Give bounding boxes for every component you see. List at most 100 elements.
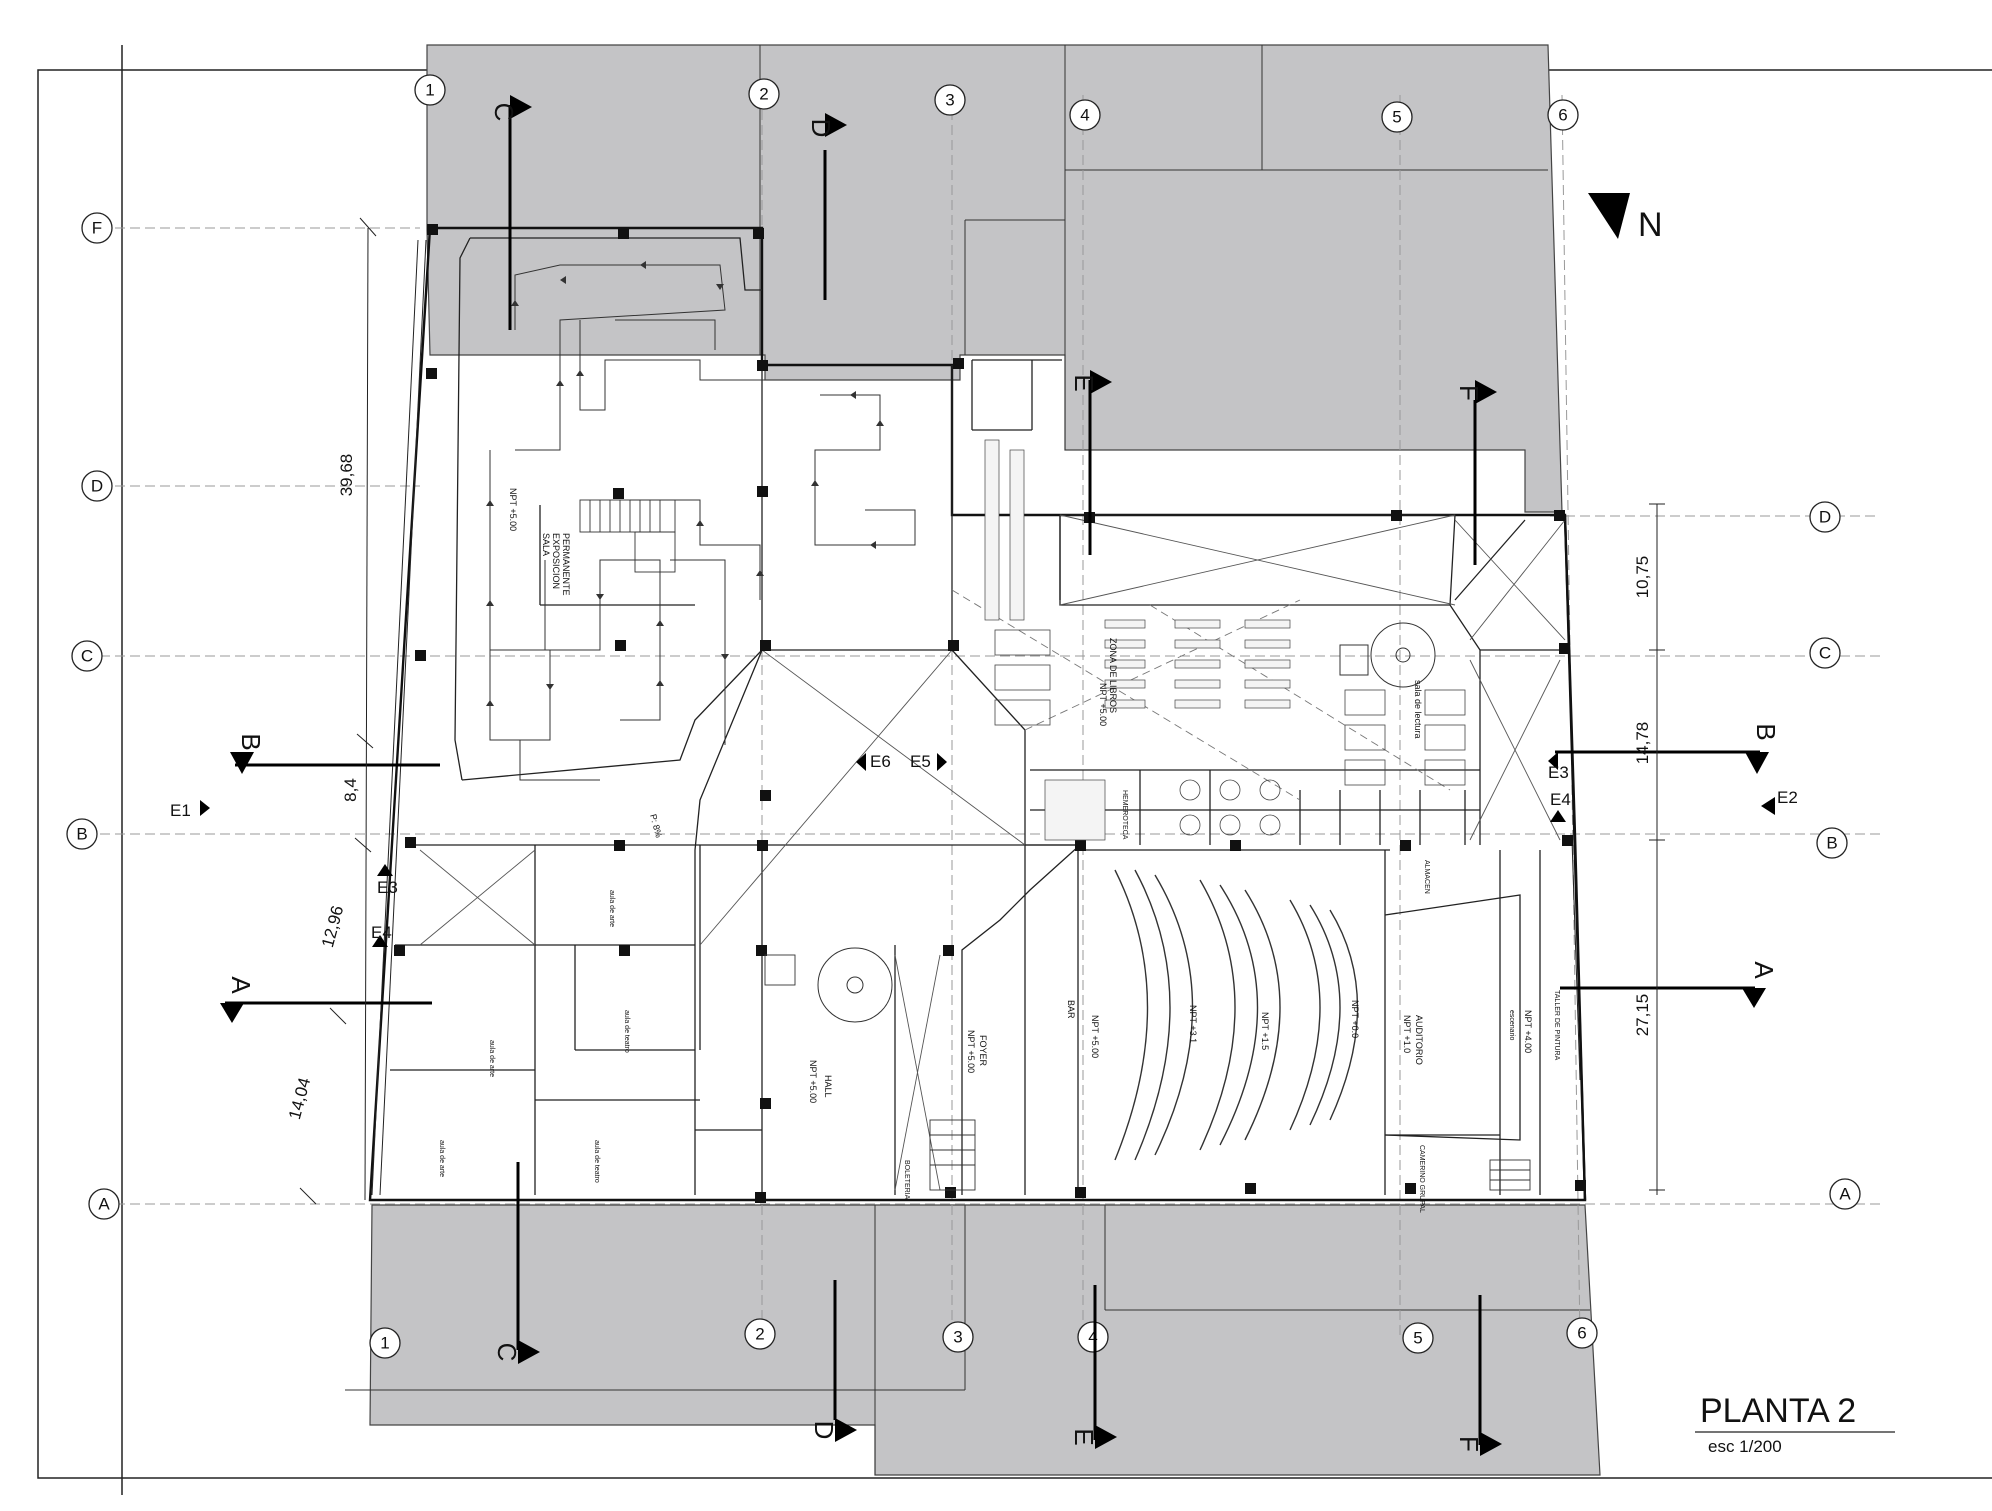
grid-bubbles	[66, 74, 1861, 1359]
cut-label-c-top: C	[489, 103, 519, 122]
interior-walls	[390, 237, 1565, 1195]
elev-label-e2: E2	[1777, 788, 1798, 807]
room-label-aud-npt-d: NPT +0.0	[1350, 1000, 1360, 1038]
room-label-hemeroteca: HEMEROTECA	[1121, 790, 1128, 840]
cut-label-f-bottom: F	[1454, 1436, 1484, 1452]
room-label-almacen: ALMACEN	[1423, 860, 1430, 894]
exhibition-route	[489, 264, 916, 781]
cut-label-e-top: E	[1069, 374, 1099, 391]
grid-label-col-3: 3	[945, 91, 954, 110]
adjacent-lots	[369, 44, 1601, 1476]
facade-glazing	[371, 239, 1581, 1196]
grid-label-col-1-bottom: 1	[380, 1334, 389, 1353]
elev-label-e5: E5	[910, 752, 931, 771]
room-label-aula-arte-3: aula de arte	[608, 890, 615, 927]
room-label-taller: TALLER DE PINTURA	[1553, 990, 1560, 1061]
grid-bubble-labels: 1 2 3 4 5 6 1 2 3 4 5 6 F D C B A D C B …	[76, 81, 1851, 1353]
route-arrows	[486, 261, 884, 706]
adjacent-lot-lines	[345, 45, 1590, 1475]
grid-label-row-d: D	[91, 477, 103, 496]
grid-label-row-c-right: C	[1819, 644, 1831, 663]
room-label-hall: HALL	[823, 1075, 833, 1098]
dimension-lines	[299, 217, 1665, 1205]
grid-label-col-4: 4	[1080, 106, 1089, 125]
elev-label-e4: E4	[371, 923, 392, 942]
grid-label-col-5: 5	[1392, 108, 1401, 127]
north-arrow: N	[1588, 193, 1663, 244]
grid-label-col-4-bottom: 4	[1088, 1328, 1097, 1347]
stair-symbols	[579, 499, 1531, 1191]
cut-label-b-right: B	[1751, 723, 1781, 740]
room-label-aud-npt-c: NPT +1.5	[1260, 1012, 1270, 1050]
room-label-escenario-sub: escenario	[1508, 1010, 1515, 1040]
elev-label-e6: E6	[870, 752, 891, 771]
room-label-auditorio-npt: NPT +1.0	[1402, 1015, 1412, 1053]
grid-label-row-c: C	[81, 647, 93, 666]
cut-label-d-top: D	[806, 119, 836, 138]
room-label-aula-arte-1: aula de arte	[488, 1040, 495, 1077]
elevation-labels: E1 E2 E3 E4 E5 E6 E3 E4	[170, 752, 1798, 942]
dim-left-3: 12,96	[318, 904, 347, 950]
room-label-escenario: NPT +4.00	[1523, 1010, 1533, 1053]
grid-label-row-a-right: A	[1839, 1185, 1851, 1204]
cut-label-b-left: B	[236, 733, 266, 750]
cut-label-d-bottom: D	[809, 1421, 839, 1440]
room-label-sala-npt: NPT +5.00	[508, 488, 518, 531]
grid-label-col-1: 1	[425, 81, 434, 100]
room-label-auditorio: AUDITORIO	[1414, 1015, 1424, 1065]
dim-left-2: 8,4	[341, 778, 360, 802]
cut-label-c-bottom: C	[492, 1343, 522, 1362]
grid-label-row-b: B	[76, 825, 87, 844]
dim-left-1: 39,68	[337, 454, 356, 497]
elev-label-e1: E1	[170, 801, 191, 820]
grid-label-row-f: F	[92, 219, 102, 238]
title-block: PLANTA 2 esc 1/200	[1695, 1392, 1895, 1456]
cut-label-f-top: F	[1454, 385, 1484, 401]
reading-tables	[994, 629, 1466, 836]
room-label-zona-libros-npt: NPT +5.00	[1098, 683, 1108, 726]
dim-right-1: 10,75	[1633, 556, 1652, 599]
grid-label-row-b-right: B	[1826, 834, 1837, 853]
grid-label-col-3-bottom: 3	[953, 1328, 962, 1347]
spiral-stairs	[817, 622, 1436, 1023]
room-label-hall-npt: NPT +5.00	[808, 1060, 818, 1103]
room-label-permanente: PERMANENTE	[561, 533, 571, 596]
grid-label-col-2: 2	[759, 85, 768, 104]
north-arrow-icon	[1588, 193, 1630, 239]
book-shelves	[984, 439, 1291, 841]
grid-label-col-2-bottom: 2	[755, 1325, 764, 1344]
grid-label-col-5-bottom: 5	[1413, 1329, 1422, 1348]
room-label-foyer-npt: NPT +5.00	[966, 1030, 976, 1073]
room-label-sala-lectura: sala de lectura	[1413, 680, 1423, 739]
plan-scale: esc 1/200	[1708, 1437, 1782, 1456]
dim-left-4: 14,04	[285, 1076, 314, 1122]
room-label-sala: SALA	[541, 533, 551, 556]
room-label-aula-teatro-1: aula de teatro	[623, 1010, 630, 1053]
elev-label-e3-right: E3	[1548, 763, 1569, 782]
cut-label-a-left: A	[226, 976, 256, 994]
north-label: N	[1638, 206, 1663, 244]
dim-right-3: 27,15	[1633, 994, 1652, 1037]
grid-label-col-6-bottom: 6	[1577, 1324, 1586, 1343]
room-label-zona-libros: ZONA DE LIBROS	[1108, 638, 1118, 713]
room-label-aud-npt-b: NPT +3.1	[1188, 1005, 1198, 1043]
elevation-markers	[200, 752, 1775, 947]
room-label-bar: BAR	[1066, 1000, 1076, 1019]
dim-right-2: 14,78	[1633, 722, 1652, 765]
room-label-aula-arte-2: aula de arte	[438, 1140, 445, 1177]
void-diagonals	[419, 514, 1566, 1191]
plan-title: PLANTA 2	[1700, 1392, 1856, 1430]
room-label-aud-npt-a: NPT +5.00	[1090, 1015, 1100, 1058]
room-label-rampa: P: 8%	[648, 813, 664, 839]
room-label-aula-teatro-2: aula de teatro	[593, 1140, 600, 1183]
grid-label-row-d-right: D	[1819, 508, 1831, 527]
section-cut-labels: C D E F B B A A C D E F	[226, 103, 1781, 1452]
room-label-foyer: FOYER	[978, 1035, 988, 1067]
grid-label-col-6: 6	[1558, 106, 1567, 125]
elev-label-e4-right: E4	[1550, 790, 1571, 809]
room-label-exposicion: EXPOSICION	[551, 533, 561, 589]
auditorium-seating	[1114, 869, 1359, 1161]
room-labels: SALA EXPOSICION PERMANENTE NPT +5.00 ZON…	[438, 488, 1560, 1213]
elev-label-e3: E3	[377, 878, 398, 897]
room-label-camerino: CAMERINO GRUPAL	[1418, 1145, 1425, 1213]
